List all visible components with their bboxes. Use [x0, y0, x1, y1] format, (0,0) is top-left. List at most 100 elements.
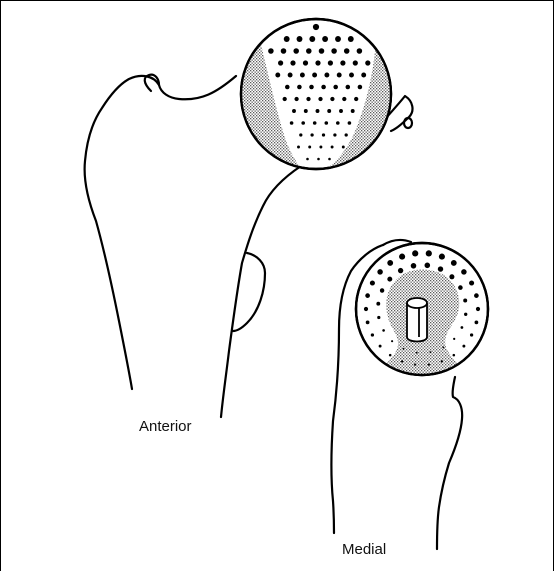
anterior-femoral-head: [231, 19, 396, 173]
head-dot: [364, 307, 368, 311]
head-dot: [321, 85, 326, 90]
head-dot: [366, 321, 370, 325]
head-dot: [283, 97, 287, 101]
head-dot: [335, 36, 341, 42]
head-dot: [401, 360, 403, 362]
head-dot: [301, 121, 305, 125]
head-dot: [344, 48, 350, 54]
head-dot: [430, 351, 432, 353]
head-dot: [339, 109, 343, 113]
head-dot: [425, 263, 431, 269]
head-dot: [449, 274, 454, 279]
head-dot: [382, 329, 385, 332]
head-dot: [275, 73, 280, 78]
head-dot: [416, 352, 418, 354]
head-dot: [461, 269, 467, 275]
head-dot: [428, 363, 430, 365]
anterior-lateral-cortex: [85, 76, 236, 389]
head-dot: [327, 109, 331, 113]
head-dot: [353, 60, 358, 65]
head-dot: [313, 121, 317, 125]
head-dot: [290, 121, 294, 125]
head-dot: [458, 285, 463, 290]
head-dot: [331, 146, 334, 149]
head-dot: [316, 109, 320, 113]
head-dot: [310, 133, 313, 136]
head-dot: [313, 24, 319, 30]
head-dot: [333, 133, 336, 136]
head-dot: [464, 313, 467, 316]
head-dot: [324, 73, 329, 78]
head-dot: [348, 36, 354, 42]
head-dot: [475, 321, 479, 325]
head-dot: [438, 266, 443, 271]
anterior-label: Anterior: [139, 418, 192, 435]
head-dot: [387, 277, 392, 282]
head-dot: [317, 158, 320, 161]
head-dot: [365, 293, 370, 298]
head-dot: [337, 73, 342, 78]
head-dot: [389, 354, 392, 357]
head-dot: [322, 133, 325, 136]
head-dot: [328, 158, 331, 161]
head-dot: [412, 250, 418, 256]
head-dot: [330, 97, 334, 101]
head-dot: [348, 121, 352, 125]
head-dot: [306, 97, 310, 101]
head-dot: [300, 73, 305, 78]
head-dot: [371, 333, 374, 336]
head-dot: [453, 354, 456, 357]
head-dot: [476, 307, 480, 311]
head-dot: [377, 316, 380, 319]
head-dot: [346, 85, 351, 90]
head-dot: [306, 48, 312, 54]
head-dot: [299, 133, 302, 136]
head-dot: [309, 85, 314, 90]
head-dot: [284, 36, 290, 42]
head-dot: [278, 60, 283, 65]
head-dot: [319, 146, 322, 149]
head-dot: [403, 348, 405, 350]
medial-posterior-cortex: [437, 377, 462, 549]
head-dot: [426, 250, 432, 256]
head-dot: [365, 60, 370, 65]
head-dot: [331, 48, 337, 54]
head-dot: [336, 121, 340, 125]
head-dot: [345, 133, 348, 136]
head-dot: [441, 360, 443, 362]
head-dot: [414, 363, 416, 365]
head-dot: [297, 85, 302, 90]
head-dot: [354, 97, 358, 101]
head-dot: [325, 121, 329, 125]
head-dot: [462, 345, 465, 348]
head-dot: [474, 293, 479, 298]
head-dot: [453, 338, 455, 340]
head-dot: [370, 280, 375, 285]
head-dot: [399, 254, 405, 260]
head-dot: [376, 302, 380, 306]
head-dot: [309, 36, 315, 42]
head-dot: [463, 299, 467, 303]
anterior-medial-cortex: [221, 166, 301, 417]
head-dot: [398, 268, 403, 273]
head-dot: [361, 73, 366, 78]
head-dot: [328, 60, 333, 65]
head-dot: [294, 97, 298, 101]
head-dot: [312, 73, 317, 78]
medial-femoral-head: [356, 243, 488, 377]
head-dot: [297, 36, 303, 42]
head-dot: [357, 48, 363, 54]
head-dot: [322, 36, 328, 42]
head-dot: [333, 85, 338, 90]
head-dot: [469, 280, 474, 285]
head-dot: [292, 109, 296, 113]
head-dot: [391, 340, 393, 342]
head-dot: [377, 269, 383, 275]
head-dot: [303, 60, 308, 65]
head-dot: [351, 109, 355, 113]
head-dot: [342, 97, 346, 101]
head-dot: [293, 48, 299, 54]
head-dot: [461, 326, 464, 329]
head-dot: [319, 48, 325, 54]
